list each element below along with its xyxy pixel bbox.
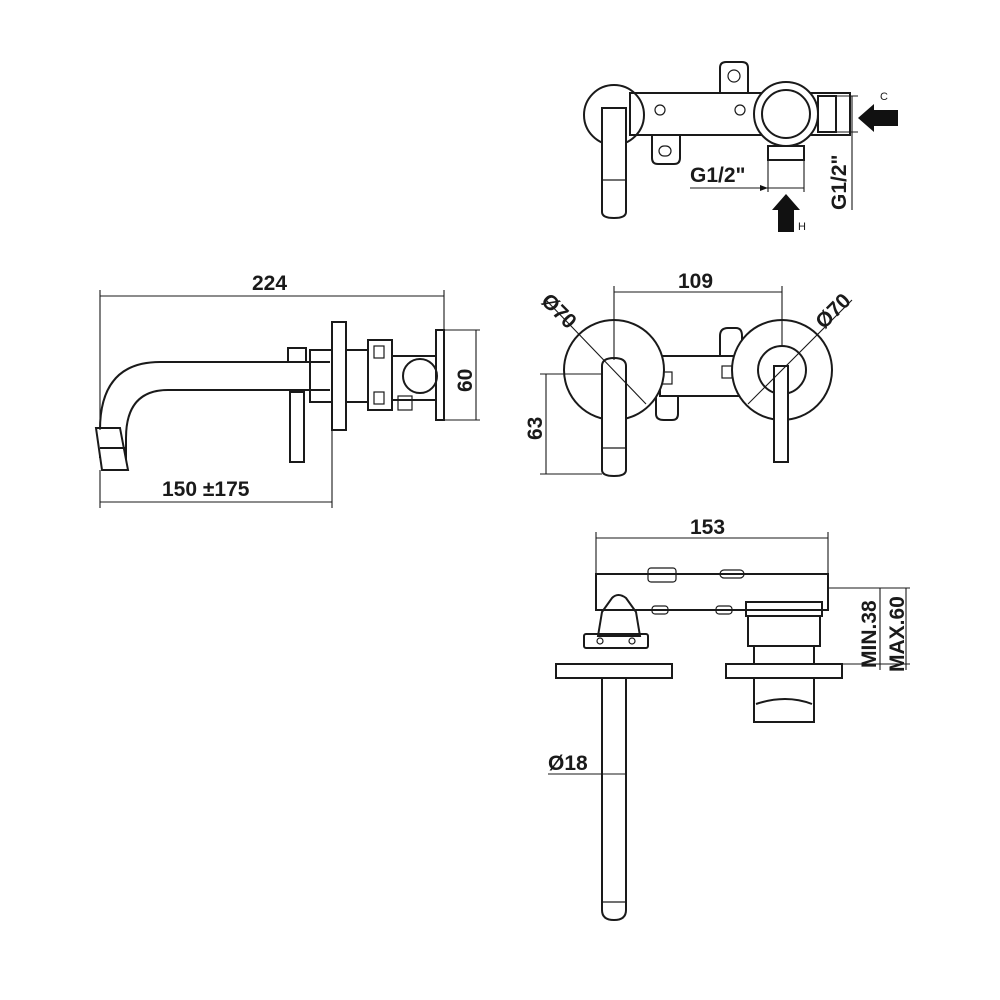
dim-side-height: 60 (454, 369, 477, 392)
dim-side-projection: 150 ±175 (162, 478, 250, 501)
dim-bottom-spout-dia: Ø18 (548, 752, 588, 775)
hot-inlet-label: H (798, 221, 806, 233)
top-view: G1/2" G1/2" C H (583, 61, 898, 233)
bottom-view: 153 MIN.38 MAX.60 Ø18 (548, 516, 910, 922)
dim-front-height: 63 (524, 417, 547, 440)
dim-g12-vertical: G1/2" (828, 155, 851, 210)
dim-bottom-width: 153 (690, 516, 725, 539)
dim-side-length: 224 (252, 272, 287, 295)
dim-bottom-min: MIN.38 (858, 600, 881, 668)
side-view: 224 60 150 ±175 (94, 272, 480, 508)
dim-g12-horizontal: G1/2" (690, 164, 745, 187)
dim-front-dia-right: Ø70 (811, 289, 855, 333)
dim-front-dia-left: Ø70 (536, 289, 580, 333)
dim-front-spacing: 109 (678, 270, 713, 293)
front-view: 109 Ø70 Ø70 63 (524, 270, 856, 478)
cold-inlet-label: C (880, 91, 888, 103)
dim-bottom-max: MAX.60 (886, 596, 909, 672)
